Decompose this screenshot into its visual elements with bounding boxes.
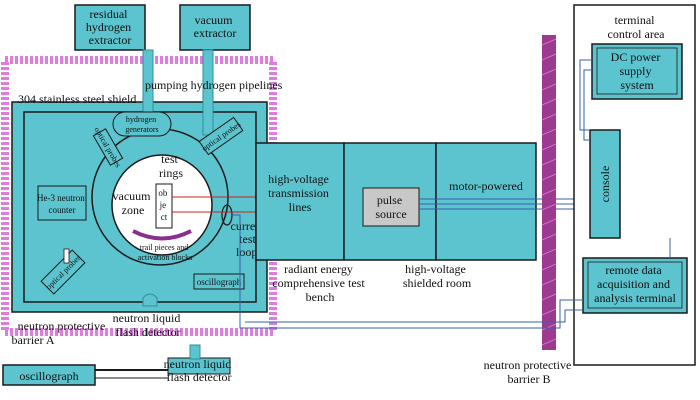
vacuum-extractor-label: vacuum extractor [194, 13, 237, 40]
dc-power-label: DC power supply system [611, 50, 664, 92]
trail-pieces-arc [132, 229, 192, 241]
barrier-b-label: neutron protective barrier B [484, 358, 575, 386]
detector-top-bump [142, 293, 158, 307]
residual-extractor-label: residual hydrogen extractor [86, 7, 134, 47]
he3-counter-label: He-3 neutron counter [37, 193, 87, 215]
oscillograph-bottom-label: oscillograph [19, 369, 78, 383]
object-box [155, 183, 173, 229]
pumping-pipelines-label: pumping hydrogen pipelines [145, 78, 283, 92]
dc-power-supply-inner [596, 47, 678, 95]
remote-data-terminal-inner [587, 261, 683, 309]
detector-top-label: neutron liquid flash detector [113, 311, 184, 339]
he3-neutron-counter [37, 185, 87, 221]
radiant-bench-label: radiant energy comprehensive test bench [272, 262, 367, 304]
hydrogen-generators-label: hydrogen generators [125, 115, 158, 134]
dc-power-cable-1 [579, 59, 592, 131]
object-label: ob je ct [158, 188, 169, 222]
hv-lines-label: high-voltage transmission lines [268, 172, 332, 214]
pulse-source-label: pulse source [375, 193, 406, 221]
dc-power-supply [591, 43, 683, 100]
oscillograph-inner [193, 273, 245, 290]
pulse-source [362, 187, 420, 227]
oscillograph-bottom [2, 364, 96, 386]
test-rings-label: test rings [159, 152, 183, 180]
vacuum-extractor [179, 4, 251, 51]
dc-power-cable-2 [583, 69, 592, 141]
shielded-room-label: high-voltage shielded room [403, 262, 472, 290]
remote-data-cable-2 [245, 309, 583, 323]
detector-bottom-label: neutron liquid flash detector [164, 357, 235, 384]
terminal-area-label: terminal control area [608, 13, 666, 41]
neutron-barrier-b [542, 35, 556, 350]
barrier-b-hatch [541, 38, 557, 346]
motor-powered-box [435, 142, 537, 261]
oscillograph-inner-label: oscillograph [197, 277, 242, 287]
trail-pieces-label: trail pieces and activation blocks [138, 243, 192, 262]
vacuum-zone-label: vacuum zone [113, 189, 154, 217]
detector-bottom-neck [189, 344, 201, 360]
residual-hydrogen-extractor [74, 4, 146, 51]
motor-powered-label: motor-powered [449, 179, 523, 193]
hydrogen-generators [112, 111, 172, 137]
remote-data-cable [232, 214, 583, 329]
remote-data-label: remote data acquisition and analysis ter… [594, 263, 676, 305]
console [589, 129, 621, 239]
pumping-pipe-right [202, 49, 214, 136]
remote-data-terminal [582, 257, 688, 314]
barrier-a-label: neutron protective barrier A [12, 319, 109, 347]
steel-shield-label: 304 stainless steel shield [18, 92, 136, 106]
probe-stub [63, 248, 70, 264]
hv-transmission-box [255, 142, 345, 261]
console-label: console [598, 166, 612, 203]
